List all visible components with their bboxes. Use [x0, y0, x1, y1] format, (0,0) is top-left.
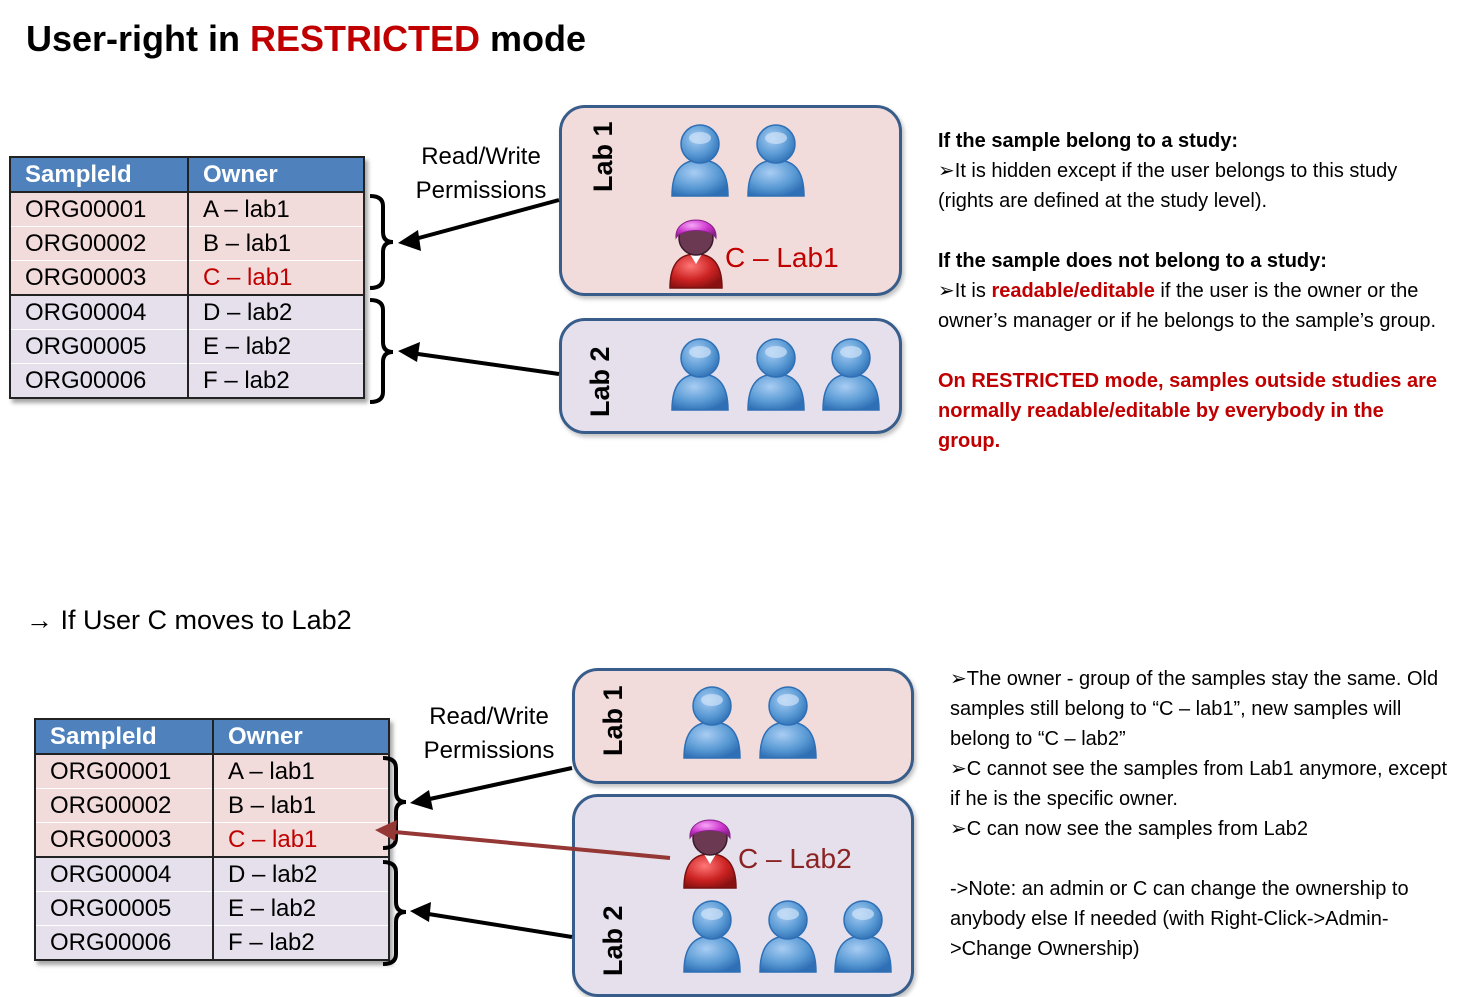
header-owner: Owner [188, 157, 365, 193]
note-heading-no-study: If the sample does not belong to a study… [938, 250, 1327, 272]
user-c-lab2-label: C – Lab2 [738, 843, 852, 874]
note-admin: ->Note: an admin or C can change the own… [950, 878, 1409, 960]
person-icon [671, 338, 729, 411]
cell-owner-highlight: C – lab1 [213, 822, 390, 857]
title-highlight: RESTRICTED [250, 18, 481, 59]
note-text-no-study: ➢It is readable/editable if the user is … [938, 280, 1437, 332]
brace-lab1-top [369, 194, 394, 290]
cell-owner: D – lab2 [188, 294, 365, 330]
cell-sampleid: ORG00006 [10, 363, 189, 398]
lab1-box-top [559, 105, 902, 296]
cell-owner: E – lab2 [213, 891, 390, 926]
bottom-notes: ➢The owner - group of the samples stay t… [950, 664, 1450, 964]
cell-owner: B – lab1 [213, 788, 390, 823]
note-can-see: ➢C can now see the samples from Lab2 [950, 818, 1309, 840]
cell-owner: A – lab1 [213, 753, 390, 789]
person-icon [747, 338, 805, 411]
header-owner: Owner [213, 719, 390, 755]
note-warning: On RESTRICTED mode, samples outside stud… [938, 370, 1438, 452]
cell-sampleid: ORG00005 [35, 891, 214, 926]
brace-lab2-bottom [382, 860, 407, 966]
person-icon [747, 124, 805, 197]
cell-sampleid: ORG00002 [10, 226, 189, 261]
user-c-lab1-label: C – Lab1 [725, 242, 839, 273]
cell-owner: B – lab1 [188, 226, 365, 261]
cell-owner: E – lab2 [188, 329, 365, 364]
brace-lab1-bottom [382, 756, 407, 850]
note-heading-study: If the sample belong to a study: [938, 130, 1239, 152]
person-icon [683, 900, 741, 973]
person-icon [683, 686, 741, 759]
note-cannot-see: ➢C cannot see the samples from Lab1 anym… [950, 758, 1448, 810]
cell-sampleid: ORG00004 [10, 294, 189, 330]
arrow-c-move [383, 829, 671, 860]
cell-owner: F – lab2 [213, 925, 390, 960]
lab1-box-bottom [572, 668, 914, 784]
person-red-magenta-icon [683, 819, 737, 889]
arrow-lab1-top [403, 198, 560, 244]
cell-sampleid: ORG00006 [35, 925, 214, 960]
cell-owner: A – lab1 [188, 191, 365, 227]
cell-sampleid: ORG00001 [10, 191, 189, 227]
cell-sampleid: ORG00002 [35, 788, 214, 823]
person-icon [759, 900, 817, 973]
cell-owner-highlight: C – lab1 [188, 260, 365, 295]
brace-lab2-top [369, 298, 394, 404]
arrow-lab1-bottom [415, 766, 573, 804]
person-icon [671, 124, 729, 197]
section-subtitle: → If User C moves to Lab2 [26, 605, 352, 635]
header-sampleid: SampleId [35, 719, 214, 755]
arrow-lab2-bottom [415, 910, 573, 939]
cell-sampleid: ORG00001 [35, 753, 214, 789]
top-notes: If the sample belong to a study: ➢It is … [938, 126, 1438, 456]
header-sampleid: SampleId [10, 157, 189, 193]
person-icon [822, 338, 880, 411]
person-icon [759, 686, 817, 759]
note-owner-group: ➢The owner - group of the samples stay t… [950, 668, 1439, 750]
cell-sampleid: ORG00003 [10, 260, 189, 295]
person-red-magenta-icon [669, 219, 723, 289]
cell-sampleid: ORG00004 [35, 856, 214, 892]
arrow-lab2-top [403, 350, 560, 376]
person-icon [834, 900, 892, 973]
cell-owner: F – lab2 [188, 363, 365, 398]
cell-owner: D – lab2 [213, 856, 390, 892]
cell-sampleid: ORG00003 [35, 822, 214, 857]
page-title: User-right in RESTRICTED mode [26, 18, 587, 59]
note-text-study: ➢It is hidden except if the user belongs… [938, 160, 1398, 212]
cell-sampleid: ORG00005 [10, 329, 189, 364]
